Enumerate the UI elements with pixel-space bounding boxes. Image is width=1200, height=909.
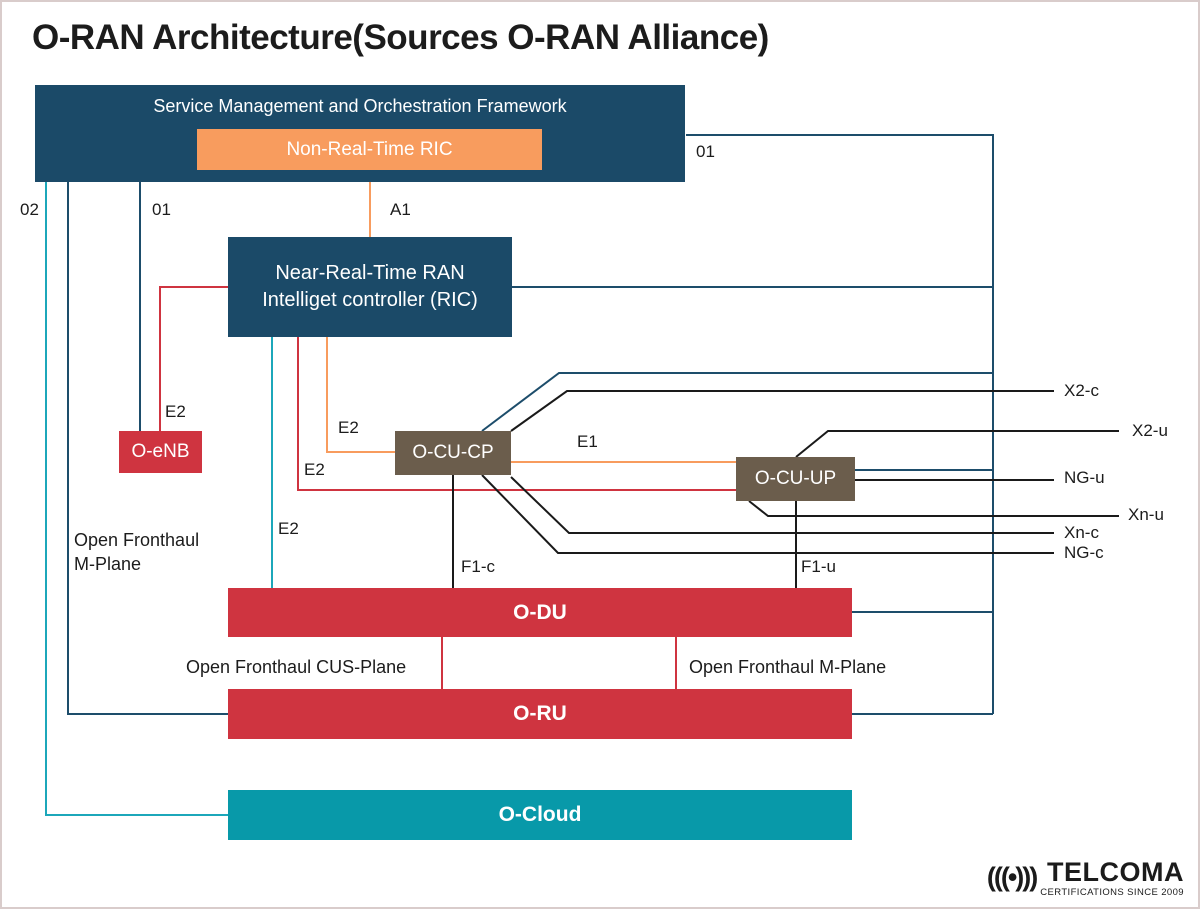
box-o-cu-up-label: O-CU-UP	[754, 468, 837, 489]
box-o-cu-cp: O-CU-CP	[395, 431, 511, 475]
box-non-rt-ric: Non-Real-Time RIC	[197, 129, 542, 170]
label-e2-ocuup: E2	[304, 460, 325, 479]
label-a1: A1	[390, 200, 411, 219]
box-o-ru: O-RU	[228, 689, 852, 739]
box-o-ru-label: O-RU	[513, 702, 567, 725]
label-xnc: Xn-c	[1064, 523, 1099, 542]
page-title: O-RAN Architecture(Sources O-RAN Allianc…	[32, 18, 769, 57]
label-e1: E1	[577, 432, 598, 451]
box-near-rt-ric-label-line1: Near-Real-Time RAN	[275, 262, 465, 284]
line-ngc	[481, 474, 1054, 554]
box-non-rt-ric-label: Non-Real-Time RIC	[286, 138, 453, 160]
label-o2: 02	[20, 200, 39, 219]
label-ngc: NG-c	[1064, 543, 1104, 562]
box-near-rt-ric-label-line2: Intelliget controller (RIC)	[262, 289, 478, 311]
label-open-fronthaul-m-plane-right: Open Fronthaul M-Plane	[689, 657, 887, 677]
label-x2c: X2-c	[1064, 381, 1099, 400]
line-xnu	[748, 500, 1119, 517]
label-e2-odu: E2	[278, 519, 299, 538]
label-ngu: NG-u	[1064, 468, 1105, 487]
line-smo-to-oru-o1	[67, 182, 228, 715]
box-near-rt-ric: Near-Real-Time RAN Intelliget controller…	[228, 237, 512, 337]
label-open-fronthaul-cus-plane: Open Fronthaul CUS-Plane	[186, 657, 407, 677]
label-o1-right: 01	[696, 142, 715, 161]
box-o-cloud-label: O-Cloud	[498, 803, 582, 826]
box-o-cu-cp-label: O-CU-CP	[412, 442, 494, 463]
label-open-fronthaul-m-plane-left-line1: Open Fronthaul	[74, 530, 200, 550]
box-o-enb-label: O-eNB	[131, 441, 190, 462]
label-o1-left: 01	[152, 200, 171, 219]
logo-tagline: CERTIFICATIONS SINCE 2009	[1040, 886, 1184, 898]
label-x2u: X2-u	[1132, 421, 1168, 440]
label-xnu: Xn-u	[1128, 505, 1164, 524]
line-smo-to-ocloud-o2	[45, 182, 228, 816]
box-o-cloud: O-Cloud	[228, 790, 852, 840]
line-ocucp-to-o1-bus	[481, 372, 993, 432]
line-x2u	[795, 430, 1119, 458]
line-x2c	[510, 390, 1054, 432]
broadcast-icon: (((•)))	[986, 862, 1038, 893]
label-e2-oenb: E2	[165, 402, 186, 421]
line-nearrt-to-oenb-e2	[159, 286, 228, 431]
label-open-fronthaul-m-plane-left: Open Fronthaul M-Plane	[74, 528, 199, 577]
label-open-fronthaul-m-plane-left-line2: M-Plane	[74, 554, 142, 575]
line-smo-right-o1-bus	[686, 134, 994, 714]
box-o-enb: O-eNB	[119, 431, 202, 473]
box-o-du: O-DU	[228, 588, 852, 637]
line-nearrt-to-ocucp-e2	[326, 337, 395, 453]
logo-name: TELCOMA	[1047, 856, 1184, 887]
logo-text: TELCOMA CERTIFICATIONS SINCE 2009	[1040, 856, 1184, 898]
telcoma-logo: (((•))) TELCOMA CERTIFICATIONS SINCE 200…	[986, 856, 1184, 898]
label-f1c: F1-c	[461, 557, 495, 576]
box-smo-label: Service Management and Orchestration Fra…	[153, 96, 567, 116]
line-nearrt-to-ocuup-e2	[297, 337, 736, 491]
label-e2-ocucp: E2	[338, 418, 359, 437]
label-f1u: F1-u	[801, 557, 836, 576]
box-o-cu-up: O-CU-UP	[736, 457, 855, 501]
line-xnc	[510, 476, 1054, 534]
box-o-du-label: O-DU	[513, 600, 567, 624]
